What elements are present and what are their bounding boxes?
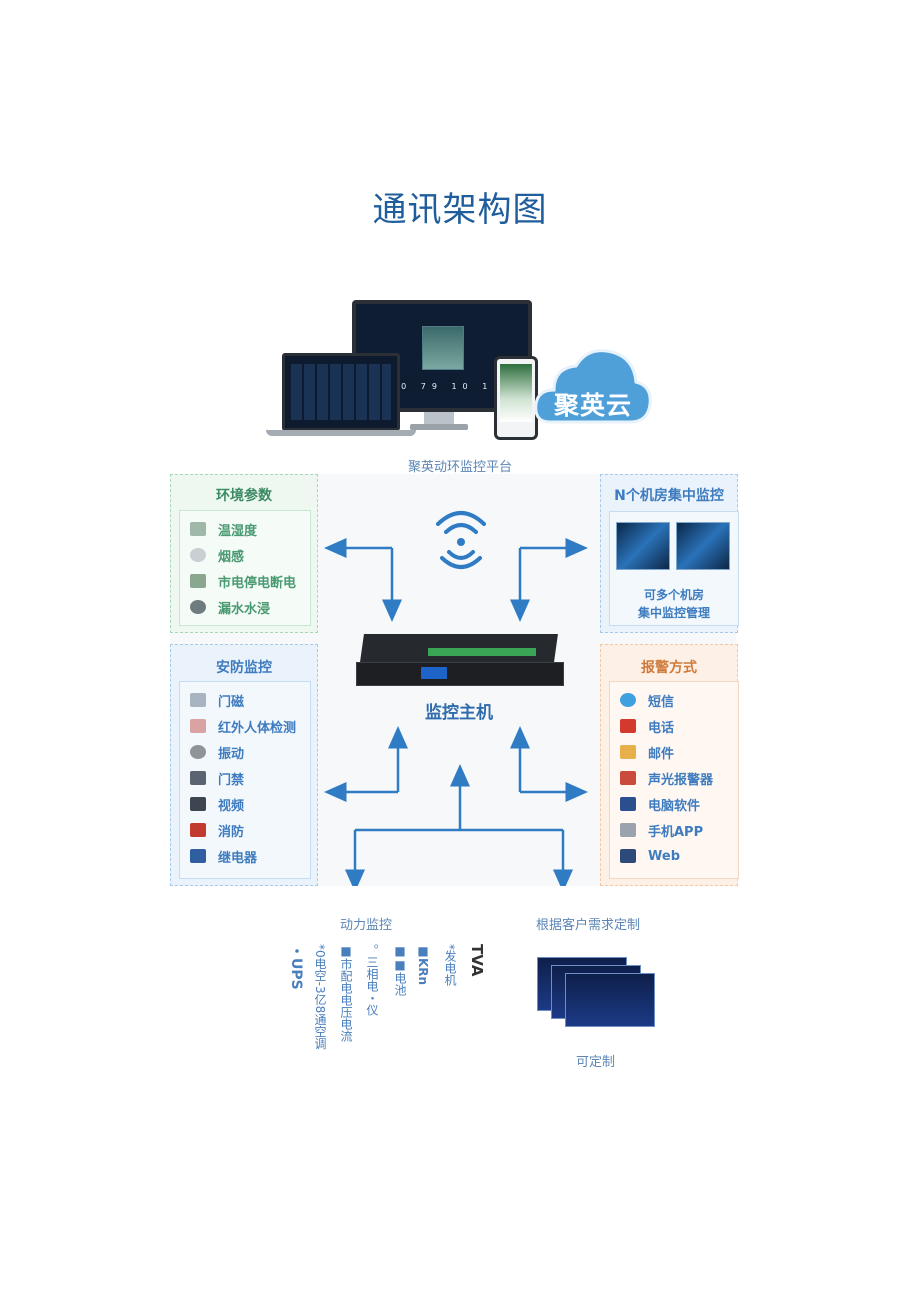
panel-multi-room: N个机房集中监控 可多个机房 集中监控管理 bbox=[600, 474, 739, 633]
panel-multi-room-title: N个机房集中监控 bbox=[614, 488, 724, 504]
list-item-web: Web bbox=[620, 846, 680, 866]
environment-list: 温湿度 烟感 市电停电断电 漏水水浸 bbox=[179, 510, 311, 626]
smoke-detector-icon bbox=[190, 548, 206, 562]
access-control-icon bbox=[190, 771, 206, 785]
vibration-icon bbox=[190, 745, 206, 759]
panel-environment: 环境参数 温湿度 烟感 市电停电断电 漏水水浸 bbox=[170, 474, 318, 633]
architecture-diagram: 环境参数 温湿度 烟感 市电停电断电 漏水水浸 安防监控 门磁 红外人体检测 振… bbox=[170, 474, 739, 886]
monitoring-host: 监控主机 bbox=[356, 634, 564, 723]
siren-icon bbox=[620, 771, 636, 785]
custom-software-screenshots bbox=[537, 957, 655, 1029]
list-item-siren: 声光报警器 bbox=[620, 768, 713, 788]
host-front-panel bbox=[356, 662, 564, 686]
datacenter-photo bbox=[616, 522, 670, 570]
host-terminal-block bbox=[428, 648, 536, 656]
list-item-power-outage: 市电停电断电 bbox=[190, 571, 296, 591]
power-item-generator: *发电机 bbox=[443, 944, 457, 986]
laptop-dashboard-graphic bbox=[291, 364, 391, 420]
computer-icon bbox=[620, 797, 636, 811]
page-title: 通讯架构图 bbox=[372, 190, 548, 230]
power-meter-icon bbox=[190, 574, 206, 588]
list-item-phone: 电话 bbox=[620, 716, 674, 736]
sms-icon bbox=[620, 693, 636, 707]
monitor-numbers: 20 79 10 1 6 bbox=[390, 382, 494, 400]
panel-security-title: 安防监控 bbox=[216, 660, 272, 676]
mobile-icon bbox=[620, 823, 636, 837]
list-item-fire: 消防 bbox=[190, 820, 244, 840]
list-item-vibration: 振动 bbox=[190, 742, 244, 762]
software-screenshot bbox=[565, 973, 655, 1027]
water-leak-icon bbox=[190, 600, 206, 614]
mail-icon bbox=[620, 745, 636, 759]
panel-environment-title: 环境参数 bbox=[216, 488, 272, 504]
cloud-brand: 聚英云 bbox=[553, 391, 632, 420]
list-item-pc-software: 电脑软件 bbox=[620, 794, 700, 814]
panel-alarm: 报警方式 短信 电话 邮件 声光报警器 电脑软件 手机APP Web bbox=[600, 644, 739, 886]
list-item-smoke: 烟感 bbox=[190, 545, 244, 565]
alarm-list: 短信 电话 邮件 声光报警器 电脑软件 手机APP Web bbox=[609, 681, 739, 879]
panel-security: 安防监控 门磁 红外人体检测 振动 门禁 视频 消防 继电器 bbox=[170, 644, 318, 886]
server-rack-graphic bbox=[422, 326, 464, 370]
cloud-icon: 聚英云 bbox=[532, 338, 654, 434]
list-item-sms: 短信 bbox=[620, 690, 674, 710]
power-monitoring-list: TVA *发电机 ■KRn ■■电池 。三相电・仪 ■市配电电压电流 *0电空-… bbox=[282, 944, 492, 1074]
list-item-door-sensor: 门磁 bbox=[190, 690, 244, 710]
wifi-icon bbox=[436, 511, 486, 569]
power-item-tva: TVA bbox=[468, 944, 486, 977]
monitor-stand bbox=[424, 412, 454, 426]
platform-illustration: 20 79 10 1 6 聚英云 bbox=[262, 296, 662, 441]
custom-caption: 根据客户需求定制 bbox=[536, 918, 641, 933]
fire-extinguisher-icon bbox=[190, 823, 206, 837]
list-item-infrared: 红外人体检测 bbox=[190, 716, 296, 736]
connector-arrows bbox=[324, 538, 588, 886]
door-sensor-icon bbox=[190, 693, 206, 707]
monitor-base bbox=[410, 424, 468, 430]
list-item-mobile-app: 手机APP bbox=[620, 820, 703, 840]
power-item-ups: ・UPS bbox=[288, 944, 304, 990]
camera-icon bbox=[190, 797, 206, 811]
multi-room-content: 可多个机房 集中监控管理 bbox=[609, 511, 739, 626]
thermometer-icon bbox=[190, 522, 206, 536]
list-item-relay: 继电器 bbox=[190, 846, 257, 866]
mobile-phone-icon bbox=[494, 356, 538, 440]
laptop-base bbox=[266, 430, 416, 436]
list-item-video: 视频 bbox=[190, 794, 244, 814]
platform-caption: 聚英动环监控平台 bbox=[407, 460, 512, 475]
power-monitoring-caption: 动力监控 bbox=[340, 918, 393, 933]
infrared-icon bbox=[190, 719, 206, 733]
server-room-photo bbox=[676, 522, 730, 570]
web-icon bbox=[620, 849, 636, 863]
list-item-temperature: 温湿度 bbox=[190, 519, 257, 539]
panel-alarm-title: 报警方式 bbox=[641, 660, 697, 676]
host-lcd-display bbox=[421, 667, 447, 679]
telephone-icon bbox=[620, 719, 636, 733]
list-item-mail: 邮件 bbox=[620, 742, 674, 762]
power-item-air-conditioner: *0电空-3亿8通空调 bbox=[313, 944, 327, 1050]
power-item-krn: ■KRn bbox=[416, 944, 430, 986]
list-item-water-leak: 漏水水浸 bbox=[190, 597, 270, 617]
power-item-mains-voltage: ■市配电电压电流 bbox=[339, 944, 353, 1042]
security-list: 门磁 红外人体检测 振动 门禁 视频 消防 继电器 bbox=[179, 681, 311, 879]
relay-icon bbox=[190, 849, 206, 863]
multi-room-desc-line1: 可多个机房 bbox=[643, 588, 704, 602]
customizable-label: 可定制 bbox=[576, 1055, 616, 1070]
multi-room-desc-line2: 集中监控管理 bbox=[637, 606, 710, 620]
list-item-access-control: 门禁 bbox=[190, 768, 244, 788]
phone-screen bbox=[500, 364, 532, 422]
power-item-three-phase: 。三相电・仪 bbox=[365, 944, 379, 1016]
laptop-icon bbox=[282, 353, 400, 431]
host-label: 监控主机 bbox=[425, 703, 493, 723]
power-item-battery: ■■电池 bbox=[393, 944, 407, 996]
